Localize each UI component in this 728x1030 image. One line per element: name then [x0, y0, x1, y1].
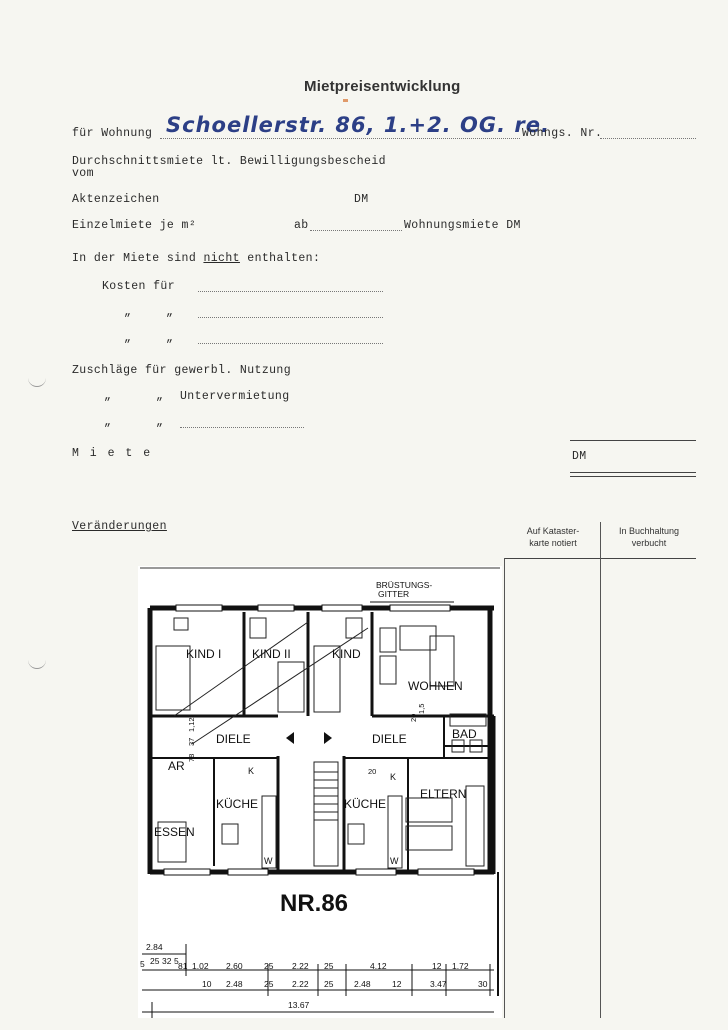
wohnung-dotted-line	[160, 138, 520, 139]
wohnungsmiete-label: Wohnungsmiete DM	[404, 219, 521, 232]
plan-gitter-line-2: GITTER	[378, 589, 409, 599]
plan-room-diele-right: DIELE	[372, 732, 407, 746]
nicht-enthalten-line: In der Miete sind nicht enthalten:	[72, 252, 320, 265]
durchschnitt-label: Durchschnittsmiete lt. Bewilligungsbesch…	[72, 155, 386, 168]
punch-hole-top	[28, 374, 46, 387]
plan-dim-37: 37	[187, 738, 196, 746]
plan-dim-r1-8: 2.22	[292, 961, 309, 971]
ditto-4b: „	[156, 416, 164, 429]
plan-room-kind3: KIND	[332, 647, 361, 661]
nicht-pre-text: In der Miete sind	[72, 252, 197, 265]
veraenderungen-label: Veränderungen	[72, 520, 167, 533]
plan-room-wohnen: WOHNEN	[408, 679, 463, 693]
table-vline-left	[504, 558, 505, 1018]
plan-dim-r1-2: 32	[162, 956, 172, 966]
plan-room-eltern: ELTERN	[420, 787, 466, 801]
wohnungs-nr-dotted-line	[600, 138, 696, 139]
nicht-word: nicht	[203, 252, 240, 265]
miete-rule-bottom-1	[570, 472, 696, 473]
punch-hole-bottom	[28, 656, 46, 669]
plan-room-diele-left: DIELE	[216, 732, 251, 746]
kosten-dotted-line-2	[198, 317, 383, 318]
plan-dim-r1-11: 12	[432, 961, 442, 971]
plan-dim-20a: 20	[409, 714, 418, 722]
form-title: Mietpreisentwicklung	[304, 78, 461, 95]
plan-room-ar: AR	[168, 759, 185, 773]
ditto-2b: „	[166, 332, 174, 345]
nicht-post-text: enthalten:	[247, 252, 321, 265]
plan-room-kueche-left: KÜCHE	[216, 797, 258, 811]
plan-room-bad: BAD	[452, 727, 477, 741]
plan-room-essen: ESSEN	[154, 825, 195, 839]
plan-dim-15: 1,5	[417, 704, 426, 714]
kosten-dotted-line-1	[198, 291, 383, 292]
plan-mark-w-right: W	[390, 856, 399, 866]
plan-dim-r1-6: 2.60	[226, 961, 243, 971]
table-vline-mid	[600, 522, 601, 1018]
ditto-3b: „	[156, 390, 164, 403]
plan-dim-r1-12: 1.72	[452, 961, 469, 971]
plan-dim-r2-8: 30	[478, 979, 488, 989]
plan-dim-total: 13.67	[288, 1000, 310, 1010]
plan-dim-r2-7: 3.47	[430, 979, 447, 989]
plan-dim-r2-2: 25	[264, 979, 274, 989]
plan-room-kind1: KIND I	[186, 647, 221, 661]
ditto-2a: „	[124, 332, 132, 345]
aktenzeichen-label: Aktenzeichen	[72, 193, 160, 206]
plan-dim-r2-1: 2.48	[226, 979, 243, 989]
floor-plan: BRÜSTUNGS- GITTER KIND I	[138, 566, 502, 1018]
wohnung-handwritten-value: Schoellerstr. 86, 1.+2. OG. re.	[166, 113, 550, 137]
ditto-4a: „	[104, 416, 112, 429]
plan-dim-r2-5: 2.48	[354, 979, 371, 989]
col-header-kataster: Auf Kataster- karte notiert	[526, 526, 580, 548]
plan-mark-w-left: W	[264, 856, 273, 866]
ab-label: ab	[294, 219, 309, 232]
miete-label: M i e t e	[72, 447, 153, 460]
plan-dim-r1-10: 4.12	[370, 961, 387, 971]
ab-dotted-line	[310, 230, 402, 231]
plan-dim-112: 1,12	[187, 717, 196, 732]
plan-dim-top: 2.84	[146, 942, 163, 952]
title-mark	[343, 99, 348, 102]
zuschlag-dotted-line	[180, 427, 304, 428]
plan-dim-r1-4: 81	[178, 961, 188, 971]
ditto-1a: „	[124, 306, 132, 319]
dm-label-2: DM	[572, 450, 587, 463]
ditto-1b: „	[166, 306, 174, 319]
plan-house-number: NR.86	[280, 890, 348, 917]
wohnungs-nr-label: Wohngs. Nr.	[522, 127, 603, 140]
miete-rule-top	[570, 440, 696, 441]
kosten-label: Kosten für	[102, 280, 176, 293]
plan-mark-k-right: K	[390, 772, 396, 782]
plan-dim-r2-4: 25	[324, 979, 334, 989]
col-header-buchhaltung: In Buchhaltung verbucht	[618, 526, 680, 548]
plan-dim-78: 78	[187, 754, 196, 762]
plan-dim-r1-1: 25	[150, 956, 160, 966]
einzelmiete-label: Einzelmiete je m²	[72, 219, 197, 232]
plan-dim-r2-0: 10	[202, 979, 212, 989]
plan-dim-r2-6: 12	[392, 979, 402, 989]
plan-dim-r1-5: 1.02	[192, 961, 209, 971]
dm-label-1: DM	[354, 193, 369, 206]
vom-label: vom	[72, 167, 94, 180]
plan-dim-r1-7: 25	[264, 961, 274, 971]
ditto-3a: „	[104, 390, 112, 403]
plan-dim-r1-9: 25	[324, 961, 334, 971]
wohnung-label: für Wohnung	[72, 127, 153, 140]
zuschlag-label: Zuschläge für gewerbl. Nutzung	[72, 364, 292, 377]
plan-dim-20b: 20	[368, 767, 376, 776]
plan-room-kueche-right: KÜCHE	[344, 797, 386, 811]
plan-gitter-line-1: BRÜSTUNGS-	[376, 580, 432, 590]
miete-rule-bottom-2	[570, 476, 696, 477]
plan-mark-k-left: K	[248, 766, 254, 776]
plan-room-kind2: KIND II	[252, 647, 291, 661]
plan-dim-r1-3: 5	[174, 956, 179, 966]
plan-dim-r1-0: 5	[140, 959, 145, 969]
untervermietung-label: Untervermietung	[180, 390, 290, 403]
plan-dim-r2-3: 2.22	[292, 979, 309, 989]
kosten-dotted-line-3	[198, 343, 383, 344]
